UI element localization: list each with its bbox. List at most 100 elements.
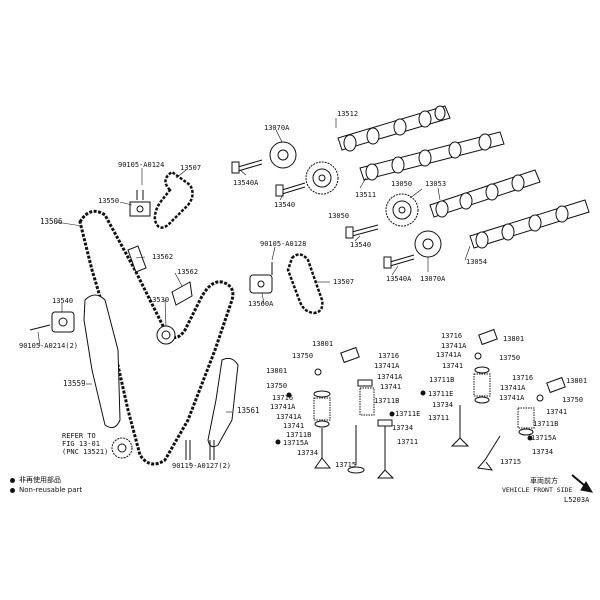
- sprocket-13050-b: [385, 193, 419, 227]
- label-13734-b[interactable]: 13734: [432, 401, 454, 409]
- label-13750-b[interactable]: 13750: [266, 382, 288, 390]
- label-13053[interactable]: 13053: [425, 180, 447, 188]
- label-13559[interactable]: 13559: [63, 379, 86, 388]
- chain-13507-b: [286, 253, 324, 315]
- label-13562-b[interactable]: 13562: [177, 268, 199, 276]
- sprocket-13070a-top: [269, 141, 297, 169]
- label-13801-c-top[interactable]: 13801: [503, 335, 525, 343]
- label-13741-c[interactable]: 13741: [442, 362, 464, 370]
- label-13711-a[interactable]: 13711: [397, 438, 419, 446]
- bolt-13540a-b: [383, 254, 415, 269]
- legend-text-jp: 非再使用部品: [19, 476, 61, 484]
- label-90119-a0127[interactable]: 90119-A0127(2): [172, 462, 232, 470]
- label-13507-top[interactable]: 13507: [180, 164, 202, 172]
- legend-text-en: Non-reusable part: [19, 486, 83, 494]
- label-13711e-a[interactable]: 13711E: [395, 410, 421, 418]
- label-13560a[interactable]: 13560A: [248, 300, 274, 308]
- label-13801-a[interactable]: 13801: [312, 340, 334, 348]
- label-13741a-e2[interactable]: 13741A: [436, 351, 462, 359]
- bolt-13540a-top: [231, 159, 263, 174]
- label-13506[interactable]: 13506: [40, 217, 63, 226]
- label-13734-c[interactable]: 13734: [532, 448, 554, 456]
- label-13711e-b[interactable]: 13711E: [428, 390, 454, 398]
- label-13741a-d[interactable]: 13741A: [276, 413, 302, 421]
- legend-dot-icon-2: [10, 487, 15, 493]
- label-13050-a[interactable]: 13050: [328, 212, 350, 220]
- label-13750-d[interactable]: 13750: [562, 396, 584, 404]
- label-90105-a0128[interactable]: 90105-A0128: [260, 240, 307, 248]
- bolt-90119-b: [209, 440, 215, 460]
- label-13741a-c[interactable]: 13741A: [270, 403, 296, 411]
- label-13711-b[interactable]: 13711: [428, 414, 450, 422]
- tensioner-13540-left: [29, 311, 75, 333]
- label-13715-b[interactable]: 13715: [500, 458, 522, 466]
- label-13734-l2[interactable]: 13734: [392, 424, 414, 432]
- guide-13562-b: [171, 281, 193, 306]
- guide-13561: [207, 357, 239, 448]
- part-13560a: [249, 262, 273, 294]
- bolt-13540-top: [275, 182, 306, 197]
- label-13741a-f2[interactable]: 13741A: [499, 394, 525, 402]
- label-13540a-top[interactable]: 13540A: [233, 179, 259, 187]
- bolt-13540-b: [345, 224, 379, 239]
- label-13801-c[interactable]: 13801: [566, 377, 588, 385]
- camshaft-lower-2: [469, 199, 590, 249]
- label-13741a-b[interactable]: 13741A: [377, 373, 403, 381]
- valve-train-right: [450, 328, 566, 471]
- label-13511[interactable]: 13511: [355, 191, 377, 199]
- label-13750-a[interactable]: 13750: [292, 352, 314, 360]
- leader-lines: [37, 118, 471, 465]
- label-13715-a[interactable]: 13715: [335, 461, 357, 469]
- label-90105-a0214[interactable]: 90105-A0214(2): [19, 342, 79, 350]
- label-13562-a[interactable]: 13562: [152, 253, 174, 261]
- label-13741a-e[interactable]: 13741A: [441, 342, 467, 350]
- tensioner-13550: [129, 190, 151, 217]
- legend-dot-icon: [10, 477, 15, 483]
- label-13070a-b[interactable]: 13070A: [420, 275, 446, 283]
- label-13716-c[interactable]: 13716: [441, 332, 463, 340]
- label-13716-d[interactable]: 13716: [512, 374, 534, 382]
- crank-sprocket: [111, 437, 133, 459]
- label-13716-b[interactable]: 13716: [272, 394, 294, 402]
- label-13540-c[interactable]: 13540: [52, 297, 74, 305]
- label-13711b-c[interactable]: 13711B: [429, 376, 455, 384]
- label-13715a-a[interactable]: 13715A: [283, 439, 309, 447]
- label-13070a-top[interactable]: 13070A: [264, 124, 290, 132]
- label-13711b-a[interactable]: 13711B: [374, 397, 400, 405]
- label-13741-d[interactable]: 13741: [546, 408, 568, 416]
- label-13716-a[interactable]: 13716: [378, 352, 400, 360]
- label-13050-b[interactable]: 13050: [391, 180, 413, 188]
- label-13550[interactable]: 13550: [98, 197, 120, 205]
- label-refer-line2[interactable]: FIG 13-01: [62, 440, 100, 448]
- label-13801-b[interactable]: 13801: [266, 367, 288, 375]
- camshaft-upper: [337, 105, 451, 152]
- label-refer-line1[interactable]: REFER TO: [62, 432, 96, 440]
- label-13507-b[interactable]: 13507: [333, 278, 355, 286]
- label-13530[interactable]: 13530: [148, 296, 170, 304]
- vehicle-front-arrow: [571, 474, 593, 493]
- label-13561[interactable]: 13561: [237, 406, 260, 415]
- label-13054[interactable]: 13054: [466, 258, 488, 266]
- label-13512[interactable]: 13512: [337, 110, 359, 118]
- label-13741-b[interactable]: 13741: [283, 422, 305, 430]
- label-13741a-a[interactable]: 13741A: [374, 362, 400, 370]
- label-13540-top[interactable]: 13540: [274, 201, 296, 209]
- label-13715a-b[interactable]: 13715A: [531, 434, 557, 442]
- legend-item-reuse-jp: 非再使用部品: [10, 476, 61, 485]
- label-13711b-d[interactable]: 13711B: [533, 420, 559, 428]
- label-13750-c[interactable]: 13750: [499, 354, 521, 362]
- label-13540-b[interactable]: 13540: [350, 241, 372, 249]
- label-90105-a0124[interactable]: 90105-A0124: [118, 161, 165, 169]
- vehicle-front-en: VEHICLE FRONT SIDE: [502, 486, 573, 494]
- figure-code: L5203A: [564, 496, 590, 504]
- label-13741a-f[interactable]: 13741A: [500, 384, 526, 392]
- label-13711b-b[interactable]: 13711B: [286, 431, 312, 439]
- label-13734-a[interactable]: 13734: [297, 449, 319, 457]
- label-13540a-b[interactable]: 13540A: [386, 275, 412, 283]
- label-refer-line3[interactable]: (PNC 13521): [62, 448, 109, 456]
- sprocket-13050-a: [305, 161, 339, 195]
- label-13741-a[interactable]: 13741: [380, 383, 402, 391]
- chain-13507-top: [153, 170, 194, 229]
- valve-train-left: [313, 346, 395, 479]
